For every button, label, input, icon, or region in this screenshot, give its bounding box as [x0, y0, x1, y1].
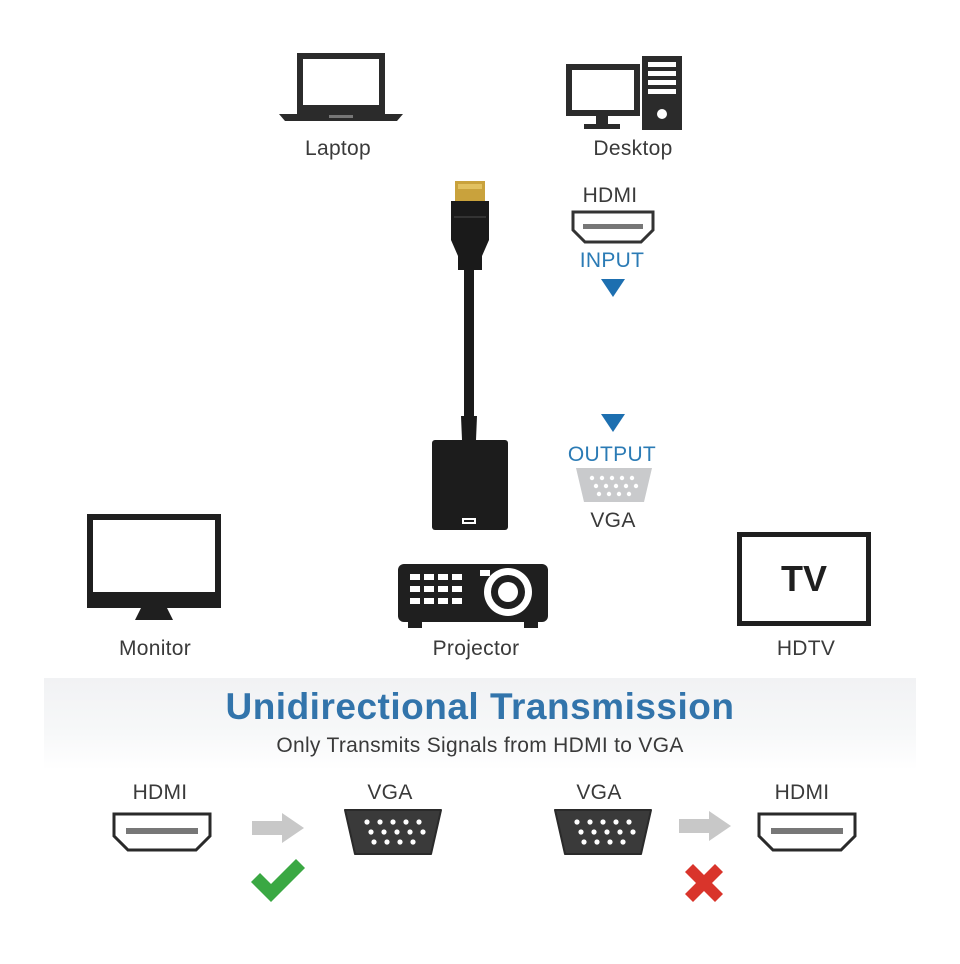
hdtv-label: HDTV: [776, 637, 836, 660]
monitor-label: Monitor: [118, 637, 192, 660]
desktop-label: Desktop: [593, 137, 673, 160]
banner-background: [44, 678, 916, 770]
hdmi-port-icon: [757, 812, 857, 852]
laptop-label: Laptop: [304, 137, 372, 160]
projector-label: Projector: [432, 637, 520, 660]
banner-subtitle: Only Transmits Signals from HDMI to VGA: [276, 734, 684, 757]
input-connector-label: HDMI: [582, 184, 638, 207]
output-label: OUTPUT: [567, 443, 657, 466]
direction-to-label: HDMI: [774, 781, 830, 804]
laptop-icon: [279, 53, 403, 121]
arrow-down-icon: [601, 279, 625, 297]
banner-title: Unidirectional Transmission: [225, 686, 735, 727]
direction-from-label: HDMI: [132, 781, 188, 804]
arrow-right-icon: [252, 813, 304, 843]
cross-icon: [685, 864, 723, 902]
check-icon: [251, 859, 305, 902]
output-connector-label: VGA: [590, 509, 636, 532]
hdmi-to-vga-adapter: [432, 181, 508, 530]
vga-port-icon: [576, 468, 652, 502]
arrow-right-icon: [679, 811, 731, 841]
arrow-down-icon: [601, 414, 625, 432]
hdmi-port-icon: [112, 812, 212, 852]
input-label: INPUT: [579, 249, 645, 272]
desktop-icon: [566, 56, 682, 130]
projector-icon: [398, 564, 548, 628]
tv-screen-text: TV: [780, 558, 827, 599]
tv-icon: [737, 532, 871, 626]
vga-port-icon: [344, 809, 442, 855]
monitor-icon: [87, 514, 221, 620]
direction-to-label: VGA: [367, 781, 413, 804]
hdmi-port-icon: [571, 210, 655, 244]
direction-from-label: VGA: [576, 781, 622, 804]
vga-port-icon: [554, 809, 652, 855]
